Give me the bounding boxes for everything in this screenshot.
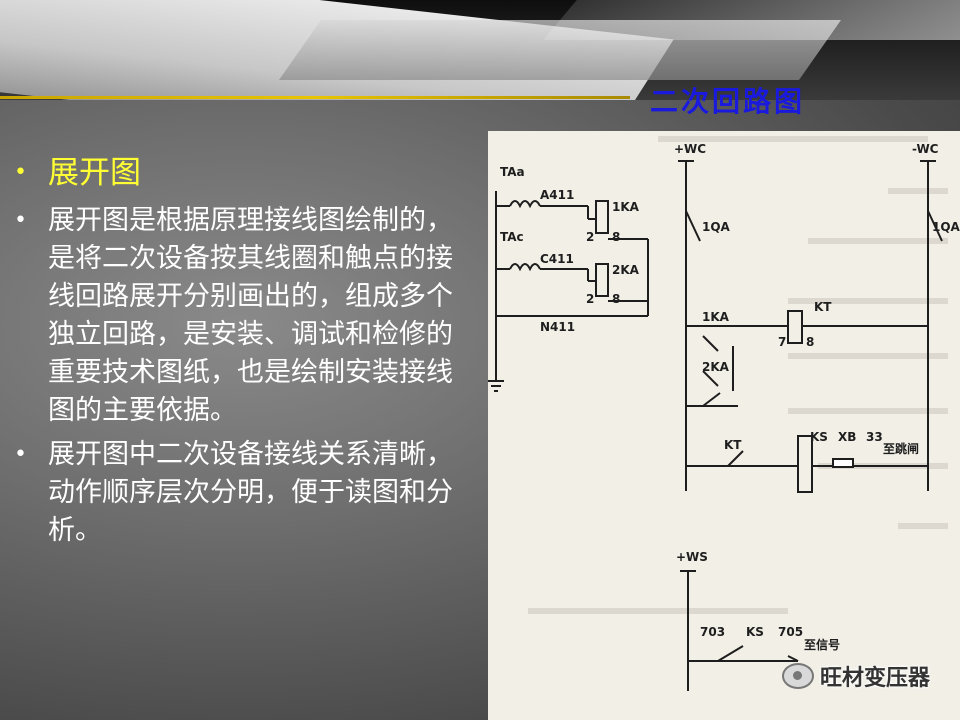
- label-2ka: 2KA: [612, 263, 640, 277]
- bullet-text: 展开图: [48, 155, 141, 191]
- label-705: 705: [778, 625, 803, 639]
- bullet-item: • 展开图中二次设备接线关系清晰，动作顺序层次分明，便于读图和分析。: [0, 436, 485, 550]
- slide-body: • 展开图 • 展开图是根据原理接线图绘制的，是将二次设备按其线圈和触点的接线回…: [0, 150, 485, 556]
- pin-label: 8: [612, 230, 620, 244]
- pin-label: 2: [586, 292, 594, 306]
- bullet-text: 展开图是根据原理接线图绘制的，是将二次设备按其线圈和触点的接线回路展开分别画出的…: [48, 205, 453, 426]
- current-transformer-a: [496, 200, 588, 209]
- label-tac: TAc: [500, 230, 524, 244]
- label-a411: A411: [540, 188, 574, 202]
- signal-circuit-wiring: [680, 570, 799, 691]
- slide-header-banner: [0, 0, 960, 100]
- faded-text-lines: [528, 136, 948, 614]
- bullet-item-heading: • 展开图: [0, 150, 485, 196]
- pin-label: 8: [806, 335, 814, 349]
- label-pos-wc: +WC: [674, 142, 706, 156]
- label-1ka-contact: 1KA: [702, 310, 730, 324]
- label-pos-ws: +WS: [676, 550, 708, 564]
- circuit-diagram-image: TAa A411 TAc C411 N411 1KA 2KA 2 8 2 8 +…: [488, 131, 960, 720]
- bullet-dot: •: [14, 208, 27, 233]
- wechat-logo-icon: [781, 663, 814, 689]
- ct-secondary-wiring: [488, 191, 649, 392]
- diagram-labels: TAa A411 TAc C411 N411 1KA 2KA 2 8 2 8 +…: [500, 142, 960, 652]
- label-ks-signal: KS: [746, 625, 764, 639]
- bullet-dot: •: [14, 442, 27, 467]
- bullet-text: 展开图中二次设备接线关系清晰，动作顺序层次分明，便于读图和分析。: [48, 439, 453, 546]
- label-trip: 至跳闸: [883, 441, 919, 456]
- label-n411: N411: [540, 320, 575, 334]
- watermark: 旺材变压器: [781, 660, 930, 692]
- bullet-list: • 展开图 • 展开图是根据原理接线图绘制的，是将二次设备按其线圈和触点的接线回…: [0, 150, 485, 550]
- label-c411: C411: [540, 252, 574, 266]
- bullet-dot: •: [14, 160, 27, 185]
- label-xb: XB: [838, 430, 856, 444]
- label-signal: 至信号: [804, 637, 840, 652]
- current-transformer-c: [496, 263, 588, 272]
- dc-bus-wiring: [678, 160, 943, 493]
- pin-label: 7: [778, 335, 786, 349]
- label-neg-wc: -WC: [912, 142, 939, 156]
- slide-title: 二次回路图: [650, 85, 806, 118]
- label-703: 703: [700, 625, 725, 639]
- watermark-text: 旺材变压器: [819, 666, 930, 691]
- pin-label: 2: [586, 230, 594, 244]
- relay-1ka-coil: [595, 200, 609, 234]
- pin-label: 8: [612, 292, 620, 306]
- relay-2ka-coil: [595, 263, 609, 297]
- header-rule: [0, 96, 630, 99]
- label-2ka-contact: 2KA: [702, 360, 730, 374]
- label-1ka: 1KA: [612, 200, 640, 214]
- label-kt-coil: KT: [814, 300, 832, 314]
- header-swoosh: [543, 0, 960, 40]
- label-1qa-right: 1QA: [932, 220, 960, 234]
- label-1qa-left: 1QA: [702, 220, 731, 234]
- label-kt-contact: KT: [724, 438, 742, 452]
- bullet-item: • 展开图是根据原理接线图绘制的，是将二次设备按其线圈和触点的接线回路展开分别画…: [0, 202, 485, 430]
- label-taa: TAa: [500, 165, 525, 179]
- label-ks: KS: [810, 430, 828, 444]
- label-xb-num: 33: [866, 430, 883, 444]
